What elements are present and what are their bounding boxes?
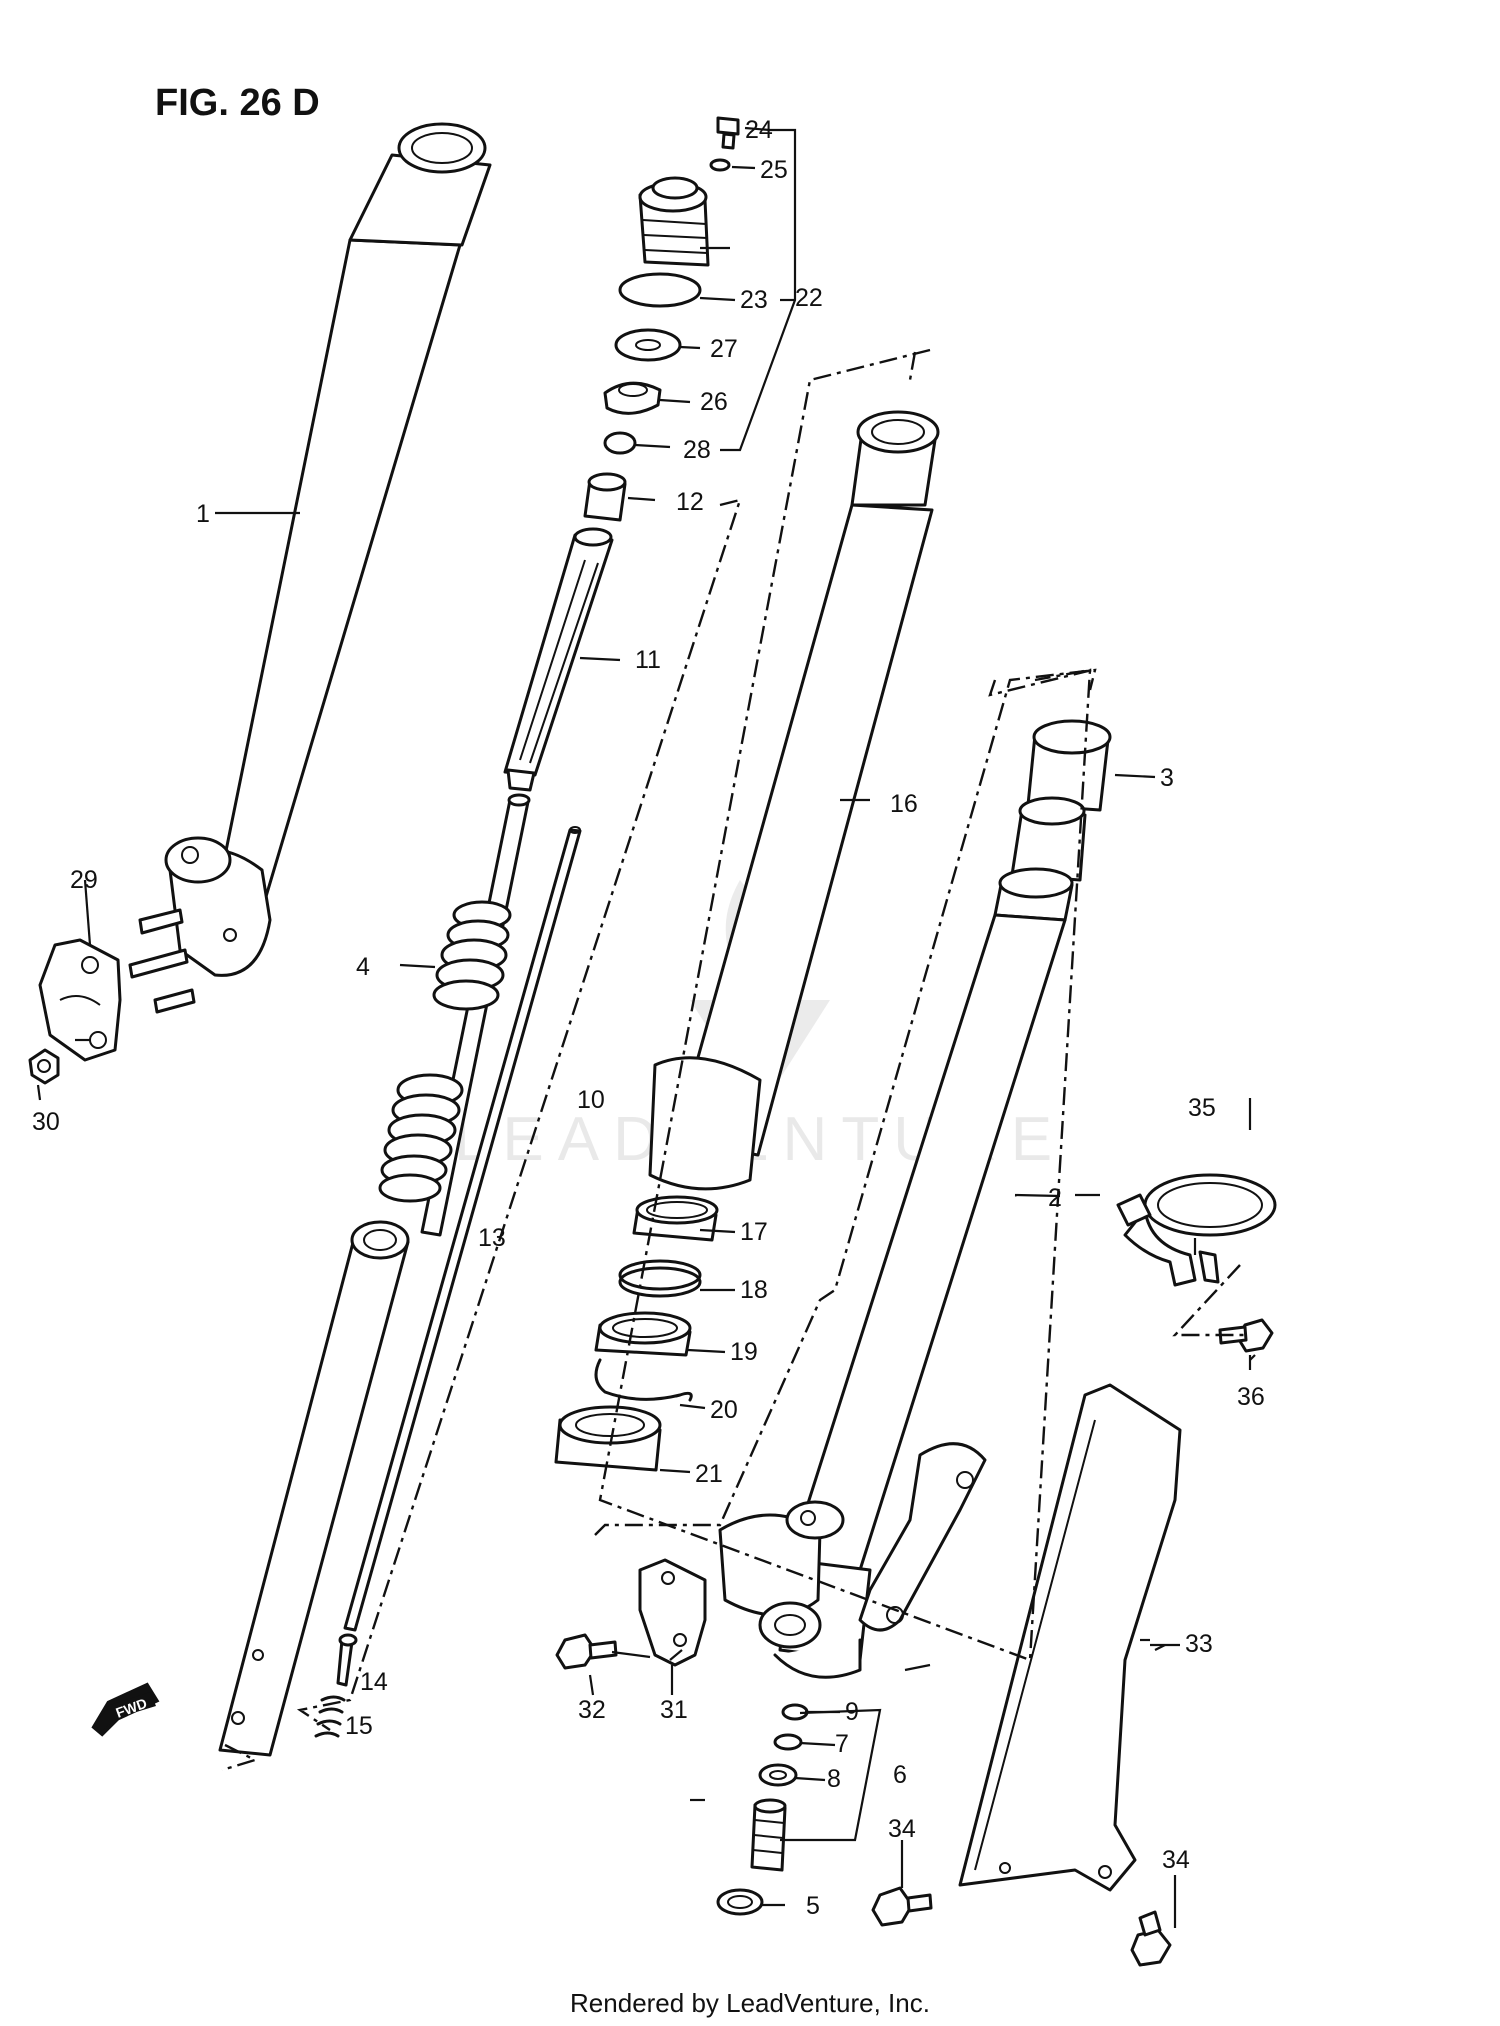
- callout-21[interactable]: 21: [695, 1460, 723, 1488]
- callout-35[interactable]: 35: [1188, 1094, 1216, 1122]
- part-20-clip[interactable]: [594, 1358, 693, 1402]
- part-7-washer[interactable]: [773, 1733, 803, 1751]
- part-15-spring[interactable]: [314, 1695, 346, 1738]
- part-13-inner-tube[interactable]: [218, 1220, 410, 1757]
- part-21-oil-seal[interactable]: [554, 1405, 662, 1472]
- part-19-washer[interactable]: [594, 1311, 692, 1357]
- callout-27[interactable]: 27: [710, 335, 738, 363]
- callout-4[interactable]: 4: [356, 953, 370, 981]
- callout-8[interactable]: 8: [827, 1765, 841, 1793]
- callout-3[interactable]: 3: [1160, 764, 1174, 792]
- leader-lines: [36, 126, 1256, 1928]
- footer-credit: Rendered by LeadVenture, Inc.: [570, 1988, 930, 2018]
- callout-31[interactable]: 31: [660, 1696, 688, 1724]
- callout-29[interactable]: 29: [70, 866, 98, 894]
- lower-leg-casting: [718, 1442, 987, 1679]
- callout-5[interactable]: 5: [806, 1892, 820, 1920]
- callout-36[interactable]: 36: [1237, 1383, 1265, 1411]
- callout-19[interactable]: 19: [730, 1338, 758, 1366]
- part-29-axle-holder[interactable]: [38, 938, 122, 1062]
- callout-23[interactable]: 23: [740, 286, 768, 314]
- part-23-o-ring[interactable]: [618, 272, 702, 308]
- part-34-bolt-a[interactable]: [871, 1886, 933, 1927]
- part-22-fork-cap[interactable]: [638, 176, 710, 267]
- callout-15[interactable]: 15: [345, 1712, 373, 1740]
- callout-28[interactable]: 28: [683, 436, 711, 464]
- callout-9[interactable]: 9: [845, 1698, 859, 1726]
- part-17-bushing[interactable]: [632, 1195, 719, 1242]
- part-35-clamp[interactable]: [1116, 1173, 1277, 1287]
- callout-11[interactable]: 11: [635, 646, 661, 674]
- callout-30[interactable]: 30: [32, 1108, 60, 1136]
- callout-13[interactable]: 13: [478, 1224, 506, 1252]
- callout-7[interactable]: 7: [835, 1730, 849, 1758]
- part-32-bolt[interactable]: [555, 1633, 618, 1670]
- part-10-rod[interactable]: [343, 826, 582, 1632]
- callout-18[interactable]: 18: [740, 1276, 768, 1304]
- part-36-bolt[interactable]: [1218, 1318, 1274, 1353]
- callout-1[interactable]: 1: [196, 500, 210, 528]
- stud-bolts: [128, 908, 196, 1014]
- part-14-valve[interactable]: [336, 1633, 358, 1687]
- part-3-dust-cover[interactable]: [1026, 719, 1112, 812]
- part-12-cap[interactable]: [583, 472, 627, 522]
- callout-26[interactable]: 26: [700, 388, 728, 416]
- part-16-outer-tube[interactable]: [648, 410, 940, 1191]
- callout-20[interactable]: 20: [710, 1396, 738, 1424]
- callout-labels: 1 2 3 4 5 6 7 8 9 10 11 12 13 14 15 16 1…: [32, 116, 1265, 1920]
- part-27-washer[interactable]: [614, 328, 682, 362]
- callout-24[interactable]: 24: [745, 116, 773, 144]
- callout-6[interactable]: 6: [893, 1761, 907, 1789]
- callout-22[interactable]: 22: [795, 284, 823, 312]
- part-18-bushing[interactable]: [618, 1259, 702, 1298]
- callout-34-a[interactable]: 34: [888, 1815, 916, 1843]
- part-28-o-ring[interactable]: [603, 431, 637, 455]
- callout-25[interactable]: 25: [760, 156, 788, 184]
- part-30-nut[interactable]: [28, 1048, 60, 1085]
- part-6-bolt[interactable]: [750, 1798, 787, 1872]
- callout-12[interactable]: 12: [676, 488, 704, 516]
- callout-2[interactable]: 2: [1048, 1184, 1062, 1212]
- callout-16[interactable]: 16: [890, 790, 918, 818]
- part-5-washer[interactable]: [716, 1888, 764, 1916]
- part-34-bolt-b[interactable]: [1130, 1910, 1172, 1967]
- part-2-outer-tube[interactable]: [788, 796, 1087, 1572]
- part-25-washer[interactable]: [709, 158, 731, 172]
- fwd-arrow-badge: FWD: [91, 1682, 160, 1737]
- callout-17[interactable]: 17: [740, 1218, 768, 1246]
- callout-10[interactable]: 10: [577, 1086, 605, 1114]
- part-11-cylinder[interactable]: [503, 527, 614, 792]
- part-8-washer[interactable]: [758, 1763, 798, 1787]
- figure-title: FIG. 26 D: [155, 82, 320, 124]
- callout-14[interactable]: 14: [360, 1668, 388, 1696]
- callout-32[interactable]: 32: [578, 1696, 606, 1724]
- part-26-spacer[interactable]: [603, 381, 662, 415]
- assembly-outline-lines: [221, 348, 1245, 1772]
- part-4-damper-rod[interactable]: [378, 793, 531, 1237]
- callout-33[interactable]: 33: [1185, 1630, 1213, 1658]
- callout-34-b[interactable]: 34: [1162, 1846, 1190, 1874]
- part-31-axle-holder[interactable]: [638, 1558, 707, 1667]
- part-1-outer-tube[interactable]: [164, 122, 492, 977]
- part-24-bolt[interactable]: [716, 116, 740, 150]
- part-33-fork-guard[interactable]: [958, 1383, 1182, 1892]
